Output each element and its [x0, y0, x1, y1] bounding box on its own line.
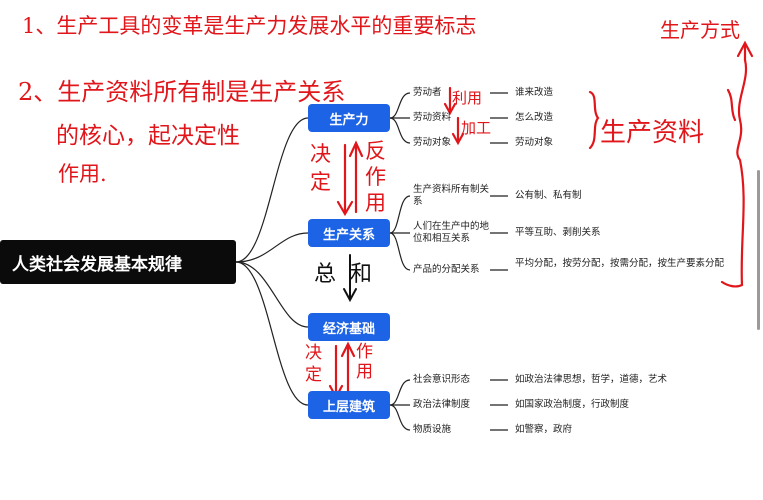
- leaf-means-of-labor[interactable]: 劳动资料: [413, 112, 452, 123]
- handwritten-note-1: 1、生产工具的变革是生产力发展水平的重要标志: [22, 14, 477, 38]
- node-label: 生产关系: [322, 227, 375, 243]
- node-label: 生产力: [329, 112, 369, 128]
- leaf-value: 怎么改造: [515, 112, 554, 123]
- node-economic-base[interactable]: 经济基础: [308, 313, 390, 341]
- handwritten-use: 利用: [452, 89, 483, 107]
- node-superstructure[interactable]: 上层建筑: [308, 391, 390, 419]
- leaf-value: 如警察，政府: [515, 424, 573, 435]
- node-productive-forces[interactable]: 生产力: [308, 104, 390, 132]
- handwritten-process: 加工: [461, 119, 492, 137]
- node-label: 经济基础: [322, 321, 375, 337]
- handwritten-decide-upper: 决定: [310, 142, 331, 194]
- handwritten-production-mode: 生产方式: [660, 18, 740, 42]
- leaf-value: 平均分配，按劳分配，按需分配，按生产要素分配: [515, 258, 725, 269]
- root-node[interactable]: 人类社会发展基本规律: [0, 240, 236, 284]
- leaf-ideology[interactable]: 社会意识形态: [413, 374, 471, 385]
- handwritten-react-upper: 反作用: [365, 139, 386, 215]
- leaf-distribution[interactable]: 产品的分配关系: [413, 264, 480, 275]
- scrollbar[interactable]: [757, 170, 760, 330]
- leaf-value: 公有制、私有制: [515, 190, 582, 201]
- leaf-value: 平等互助、剥削关系: [515, 227, 601, 238]
- leaf-ownership[interactable]: 生产资料所有制关系: [413, 184, 490, 207]
- leaf-value: 谁来改造: [515, 87, 554, 98]
- handwritten-note-2-line1: 2、生产资料所有制是生产关系: [18, 78, 346, 106]
- handwritten-note-2-line2: 的核心，起决定性: [56, 123, 240, 149]
- leaf-status-relations[interactable]: 人们在生产中的地位和相互关系: [413, 221, 490, 244]
- leaf-value: 如政治法律思想，哲学，道德，艺术: [515, 374, 668, 385]
- node-relations-of-production[interactable]: 生产关系: [308, 219, 390, 247]
- handwritten-decide-lower: 决定: [305, 343, 322, 385]
- node-label: 上层建筑: [322, 399, 375, 415]
- leaf-value: 如国家政治制度，行政制度: [515, 399, 630, 410]
- leaf-labor[interactable]: 劳动者: [413, 87, 442, 98]
- handwritten-means-of-production: 生产资料: [600, 118, 705, 148]
- handwritten-react-lower: 作用: [356, 342, 373, 382]
- leaf-facilities[interactable]: 物质设施: [413, 424, 452, 435]
- leaf-object-of-labor[interactable]: 劳动对象: [413, 137, 452, 148]
- root-label: 人类社会发展基本规律: [12, 254, 182, 275]
- leaf-political-system[interactable]: 政治法律制度: [413, 399, 471, 410]
- leaf-value: 劳动对象: [515, 137, 554, 148]
- handwritten-sum: 总和: [314, 262, 387, 287]
- handwritten-note-2-line3: 作用.: [58, 162, 107, 186]
